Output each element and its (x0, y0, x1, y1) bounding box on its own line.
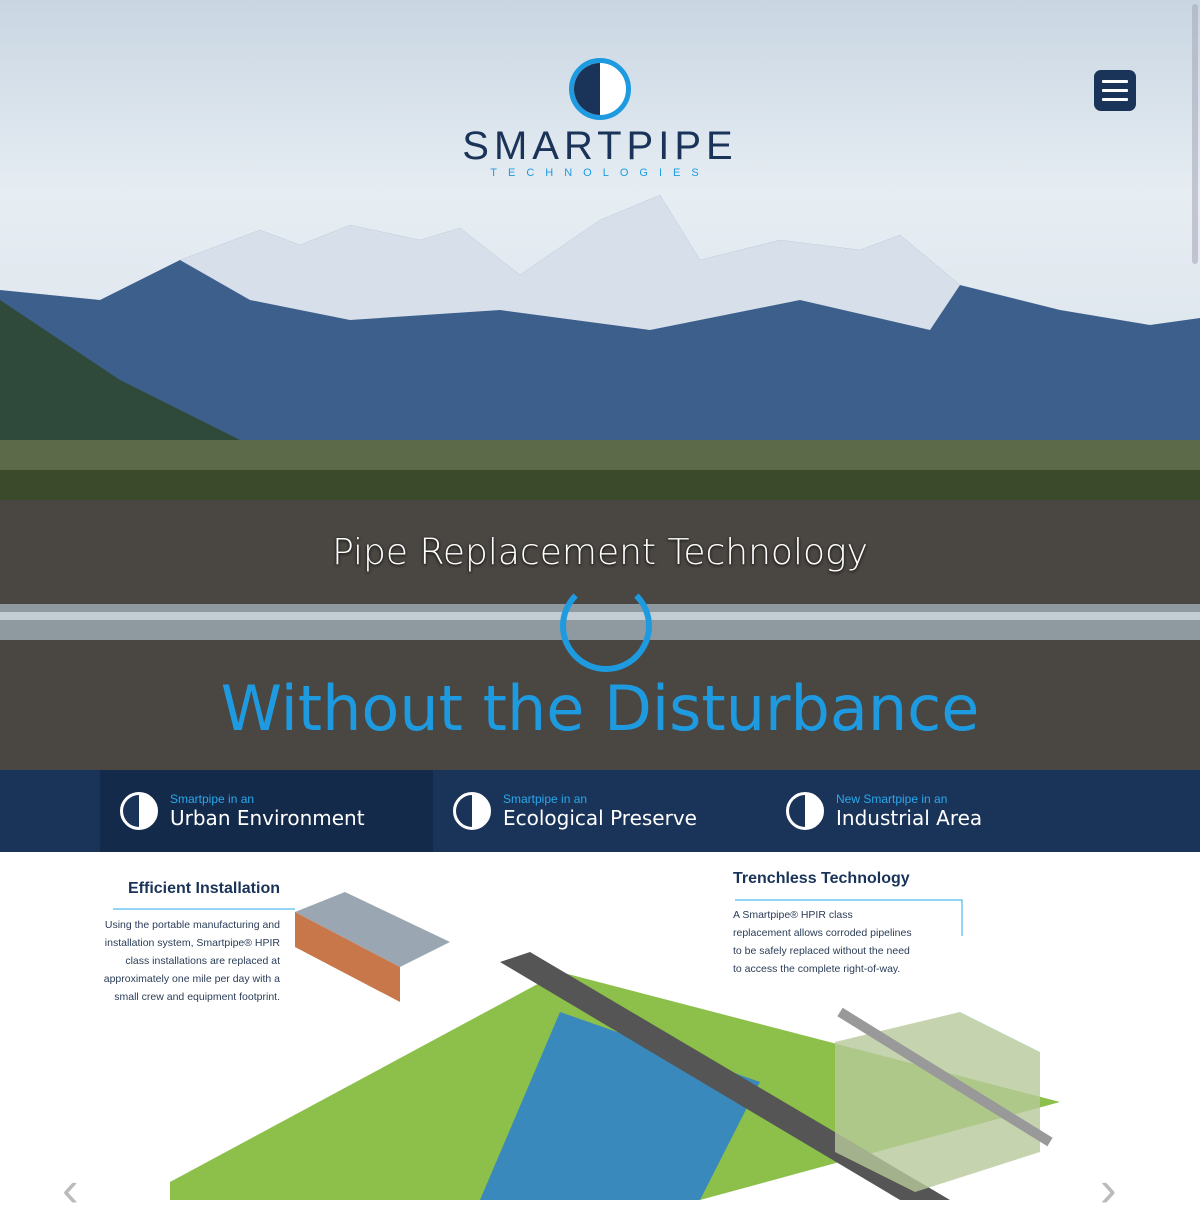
section-heading: Trenchless Technology (733, 870, 910, 887)
tab-caption: Smartpipe in an (503, 792, 588, 806)
tab-label: Ecological Preserve (503, 806, 697, 830)
half-circle-icon (453, 792, 491, 830)
prev-arrow-icon[interactable]: ‹ (62, 1161, 79, 1217)
tab-label: Industrial Area (836, 806, 983, 830)
tab-caption: New Smartpipe in an (836, 792, 948, 806)
half-circle-icon (120, 792, 158, 830)
tab-caption: Smartpipe in an (170, 792, 255, 806)
hamburger-icon (1102, 80, 1128, 101)
trenchless-technology-section: Trenchless Technology A Smartpipe® HPIR … (733, 870, 913, 978)
section-text: Using the portable manufacturing and ins… (103, 919, 280, 1003)
brand-logo[interactable]: SMARTPIPE TECHNOLOGIES (440, 58, 760, 179)
section-heading: Efficient Installation (127, 880, 280, 897)
tab-label: Urban Environment (170, 806, 365, 830)
brand-subtitle: TECHNOLOGIES (490, 167, 710, 179)
section-text: A Smartpipe® HPIR class replacement allo… (733, 909, 912, 975)
hero-subtitle: Without the Disturbance (220, 672, 980, 745)
scrollbar[interactable] (1192, 4, 1198, 264)
pipe-ring-icon (560, 580, 652, 672)
half-circle-icon (786, 792, 824, 830)
next-arrow-icon[interactable]: › (1100, 1161, 1117, 1217)
menu-button[interactable] (1094, 70, 1136, 111)
logo-icon (569, 58, 631, 120)
hero-title: Pipe Replacement Technology (332, 532, 868, 573)
efficient-installation-section: Efficient Installation Using the portabl… (100, 880, 280, 1006)
isometric-illustration (113, 892, 1060, 1200)
brand-name: SMARTPIPE (462, 124, 738, 168)
